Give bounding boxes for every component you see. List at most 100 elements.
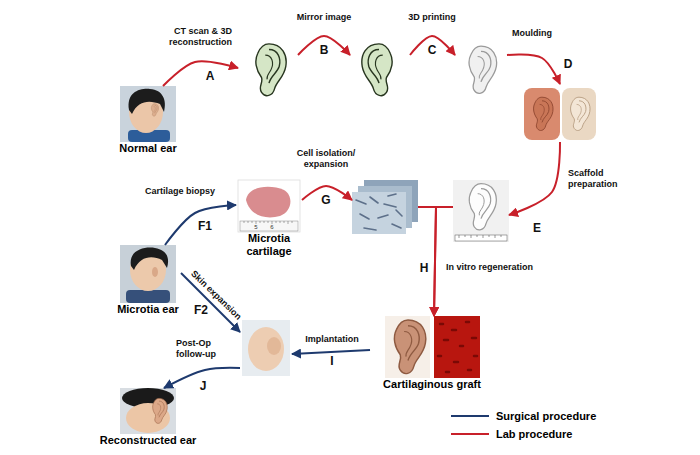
hair: [129, 89, 165, 114]
ruler: [455, 235, 507, 241]
step-letter: C: [428, 44, 437, 56]
image-panel: [350, 40, 410, 100]
mould: [562, 88, 596, 140]
photo-ground: [120, 86, 176, 142]
scaffold: [453, 180, 509, 242]
image-panel: [240, 320, 292, 376]
photo-ground: [385, 316, 430, 378]
histology: [434, 316, 480, 378]
step-letter: G: [321, 194, 330, 206]
image-panel: Reconstructed ear: [90, 388, 206, 447]
image-panel: [453, 180, 509, 242]
process-arrow: [507, 55, 560, 84]
image-panel: [238, 40, 298, 100]
photo-ground: [120, 245, 176, 303]
step-letter: F2: [194, 304, 208, 316]
step-letter: D: [564, 58, 573, 70]
step-letter: H: [420, 262, 429, 274]
process-arrow: [434, 207, 453, 316]
photo-ground: [453, 180, 509, 242]
step-letter: A: [206, 70, 215, 82]
cartilage: [246, 187, 290, 218]
microtia-photo: [120, 245, 176, 303]
process-arrow: [410, 36, 455, 55]
photo-ground: [242, 320, 290, 376]
edge-label: Implantation: [305, 334, 359, 345]
image-caption: Microtia ear: [115, 303, 181, 316]
step-letter: J: [200, 380, 207, 392]
skin-expander: [267, 337, 281, 355]
ruler-ticks: [244, 221, 292, 224]
image-caption: Cartilaginous graft: [370, 378, 494, 391]
culture-image: [352, 192, 406, 234]
step-letter: I: [330, 355, 333, 367]
process-arrow: [509, 142, 560, 215]
process-arrow: [164, 368, 240, 388]
small-ear: [152, 267, 158, 277]
edge-label: Moulding: [512, 28, 552, 39]
shirt: [126, 290, 170, 303]
ear-shape: [469, 46, 497, 93]
head: [248, 327, 284, 371]
cells: [356, 194, 402, 230]
image-panel: Microtia cartilage: [236, 180, 302, 258]
ear-shape: [394, 320, 425, 374]
process-arrow: [163, 61, 238, 86]
graft-photos: [385, 316, 480, 378]
expanded-skin-photo: [242, 320, 290, 376]
edge-label: Post-Op follow-up: [176, 338, 236, 360]
printed-ear: [469, 46, 497, 93]
image-caption: Microtia cartilage: [236, 232, 302, 258]
ear-shape: [256, 44, 286, 96]
legend-line: [451, 433, 489, 435]
edge-label: Skin expansion: [188, 268, 243, 322]
legend-line: [450, 429, 490, 439]
edge-label: In vitro regeneration: [446, 262, 533, 273]
photo-ground: [238, 180, 300, 232]
edge-label: 3D printing: [408, 12, 456, 23]
ear-shape: [469, 184, 496, 230]
ear-shape: [151, 104, 158, 116]
edge-label: CT scan & 3D reconstruction: [140, 26, 232, 48]
image-panel: Cartilaginous graft: [370, 316, 494, 391]
edge-label: Mirror image: [297, 12, 352, 23]
legend-line: [451, 415, 489, 417]
legend-text: Lab procedure: [496, 428, 572, 440]
normal-ear-photo: [120, 86, 176, 142]
ruler: [240, 221, 298, 231]
ear-model: [256, 44, 286, 96]
image-caption: Reconstructed ear: [90, 434, 206, 447]
step-letter: F1: [198, 220, 212, 232]
ear-shape: [534, 97, 553, 130]
process-arrow: [181, 273, 240, 332]
ear-shape: [153, 398, 168, 423]
image-panel: [455, 40, 507, 100]
edge-label: Cell isolation/ expansion: [284, 148, 368, 170]
mirrored-ear-model: [362, 44, 392, 96]
ear-shape: [571, 97, 590, 130]
edge-label: Cartilage biopsy: [145, 186, 215, 197]
cell-culture: [352, 180, 418, 234]
edge-label: Scaffold preparation: [568, 168, 638, 190]
process-arrow: [302, 186, 352, 200]
legend-row: Lab procedure: [450, 428, 572, 440]
cartilage-photo: [238, 180, 300, 232]
image-panel: [352, 180, 418, 234]
mould: [524, 88, 560, 140]
reconstructed-ear-photo: [120, 388, 176, 434]
image-panel: [522, 84, 598, 142]
photo-ground: [120, 388, 176, 434]
ear-moulds: [524, 88, 596, 140]
ruler-number: 6: [270, 224, 273, 230]
ear-shape: [362, 44, 392, 96]
legend-text: Surgical procedure: [496, 410, 596, 422]
image-panel: Microtia ear: [115, 245, 181, 316]
ruler-number: 5: [254, 224, 257, 230]
ruler-ticks: [459, 235, 501, 238]
